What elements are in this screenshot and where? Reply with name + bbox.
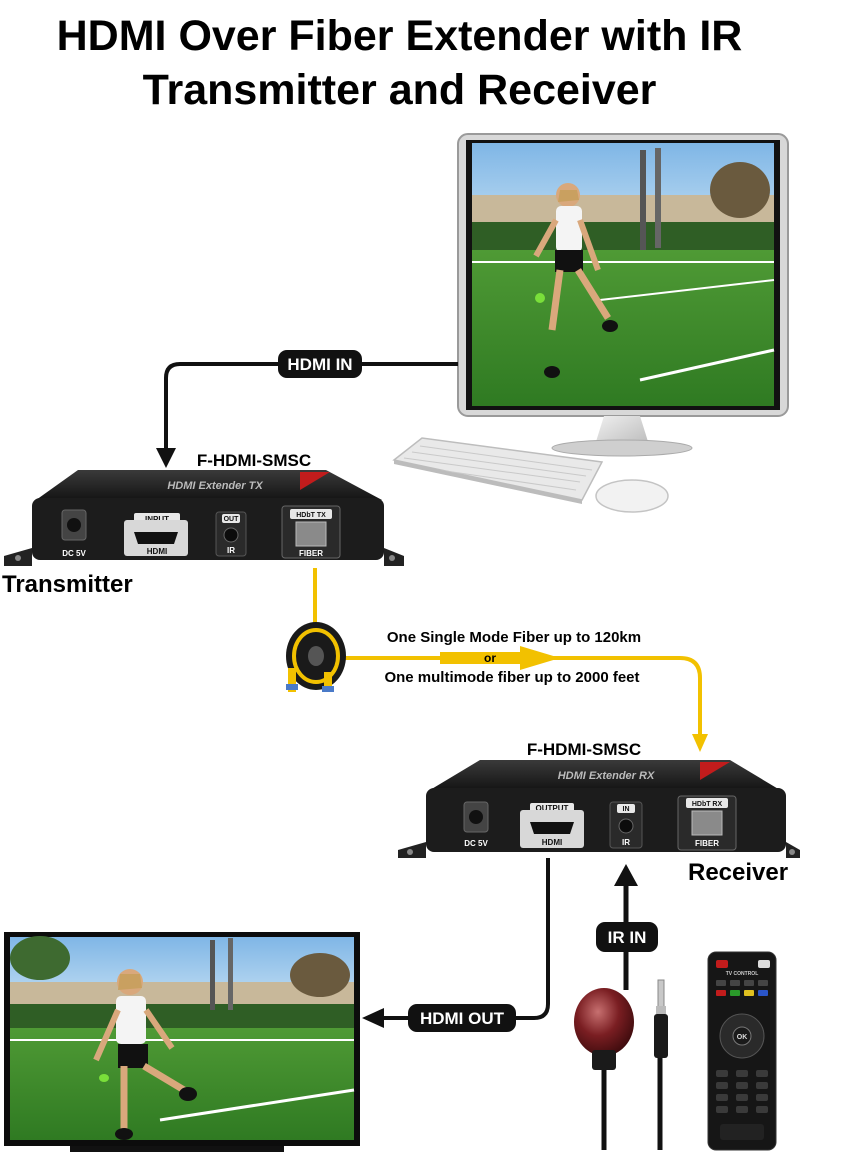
hdmi-in-cable: [164, 362, 458, 452]
rx-fiber-port: [691, 810, 723, 836]
hdmi-out-label-pill: [408, 1004, 516, 1032]
receiver-device-label: HDMI Extender RX: [558, 770, 655, 782]
remote-ok-label: OK: [737, 1034, 748, 1041]
hdmi-in-label-pill: [278, 350, 362, 378]
television: [4, 932, 360, 1152]
fiber-note-or: or: [484, 651, 496, 665]
fiber-reel: [286, 622, 346, 692]
rx-fiber-tag: HDbT RX: [692, 801, 723, 808]
tx-ir-label: IR: [227, 546, 235, 555]
tx-fiber-tag: HDbT TX: [296, 512, 326, 519]
ir-in-label: IR IN: [608, 928, 647, 947]
remote-brand: TV CONTROL: [726, 971, 759, 977]
mouse: [595, 479, 669, 513]
remote-control: TV CONTROL OK: [707, 951, 777, 1151]
ir-in-arrow: [614, 864, 638, 886]
rx-hdmi-port: [530, 822, 574, 834]
transmitter-device: HDMI Extender TX DC 5V INPUT HDMI OUT IR…: [4, 470, 404, 566]
transmitter-device-label: HDMI Extender TX: [167, 480, 263, 492]
ir-jack-plug: [654, 979, 668, 1150]
rx-dc-label: DC 5V: [464, 839, 488, 848]
tx-fiber-label: FIBER: [299, 549, 323, 558]
rx-ir-label: IR: [622, 838, 630, 847]
rx-fiber-label: FIBER: [695, 839, 719, 848]
hdmi-out-cable: [380, 858, 550, 1020]
computer-monitor: [457, 133, 789, 457]
hdmi-out-label: HDMI OUT: [420, 1009, 505, 1028]
tx-fiber-port: [295, 521, 327, 547]
tx-hdmi-tag: INPUT: [145, 515, 169, 524]
tx-hdmi-port: [134, 532, 178, 544]
fiber-note-line-2: One multimode fiber up to 2000 feet: [384, 669, 639, 686]
transmitter-name: Transmitter: [2, 571, 133, 598]
rx-hdmi-label: HDMI: [542, 838, 562, 847]
tx-ir-port: [223, 527, 239, 543]
receiver-model: F-HDMI-SMSC: [527, 740, 641, 759]
page-title-line-1: HDMI Over Fiber Extender with IR: [56, 12, 743, 60]
receiver-device: HDMI Extender RX DC 5V OUTPUT HDMI IN IR…: [398, 760, 800, 858]
fiber-cable: [313, 568, 708, 752]
monitor-screen-image: [472, 143, 775, 406]
fiber-note-line-1: One Single Mode Fiber up to 120km: [387, 629, 641, 646]
tx-dc-label: DC 5V: [62, 549, 86, 558]
ir-receiver-eye: [574, 988, 634, 1150]
keyboard: [392, 437, 604, 504]
page-title-line-2: Transmitter and Receiver: [142, 66, 657, 114]
tx-ir-tag: OUT: [224, 516, 240, 523]
hdmi-in-label: HDMI IN: [287, 355, 352, 374]
rx-ir-port: [618, 818, 634, 834]
transmitter-model: F-HDMI-SMSC: [197, 451, 311, 470]
receiver-name: Receiver: [688, 859, 788, 886]
rx-ir-tag: IN: [623, 806, 630, 813]
tx-hdmi-label: HDMI: [147, 547, 167, 556]
hdmi-in-arrow: [156, 448, 176, 468]
tv-screen-image: [10, 936, 355, 1140]
ir-in-label-pill: [596, 922, 658, 952]
hdmi-out-arrow: [362, 1008, 384, 1028]
rx-hdmi-tag: OUTPUT: [536, 804, 569, 813]
